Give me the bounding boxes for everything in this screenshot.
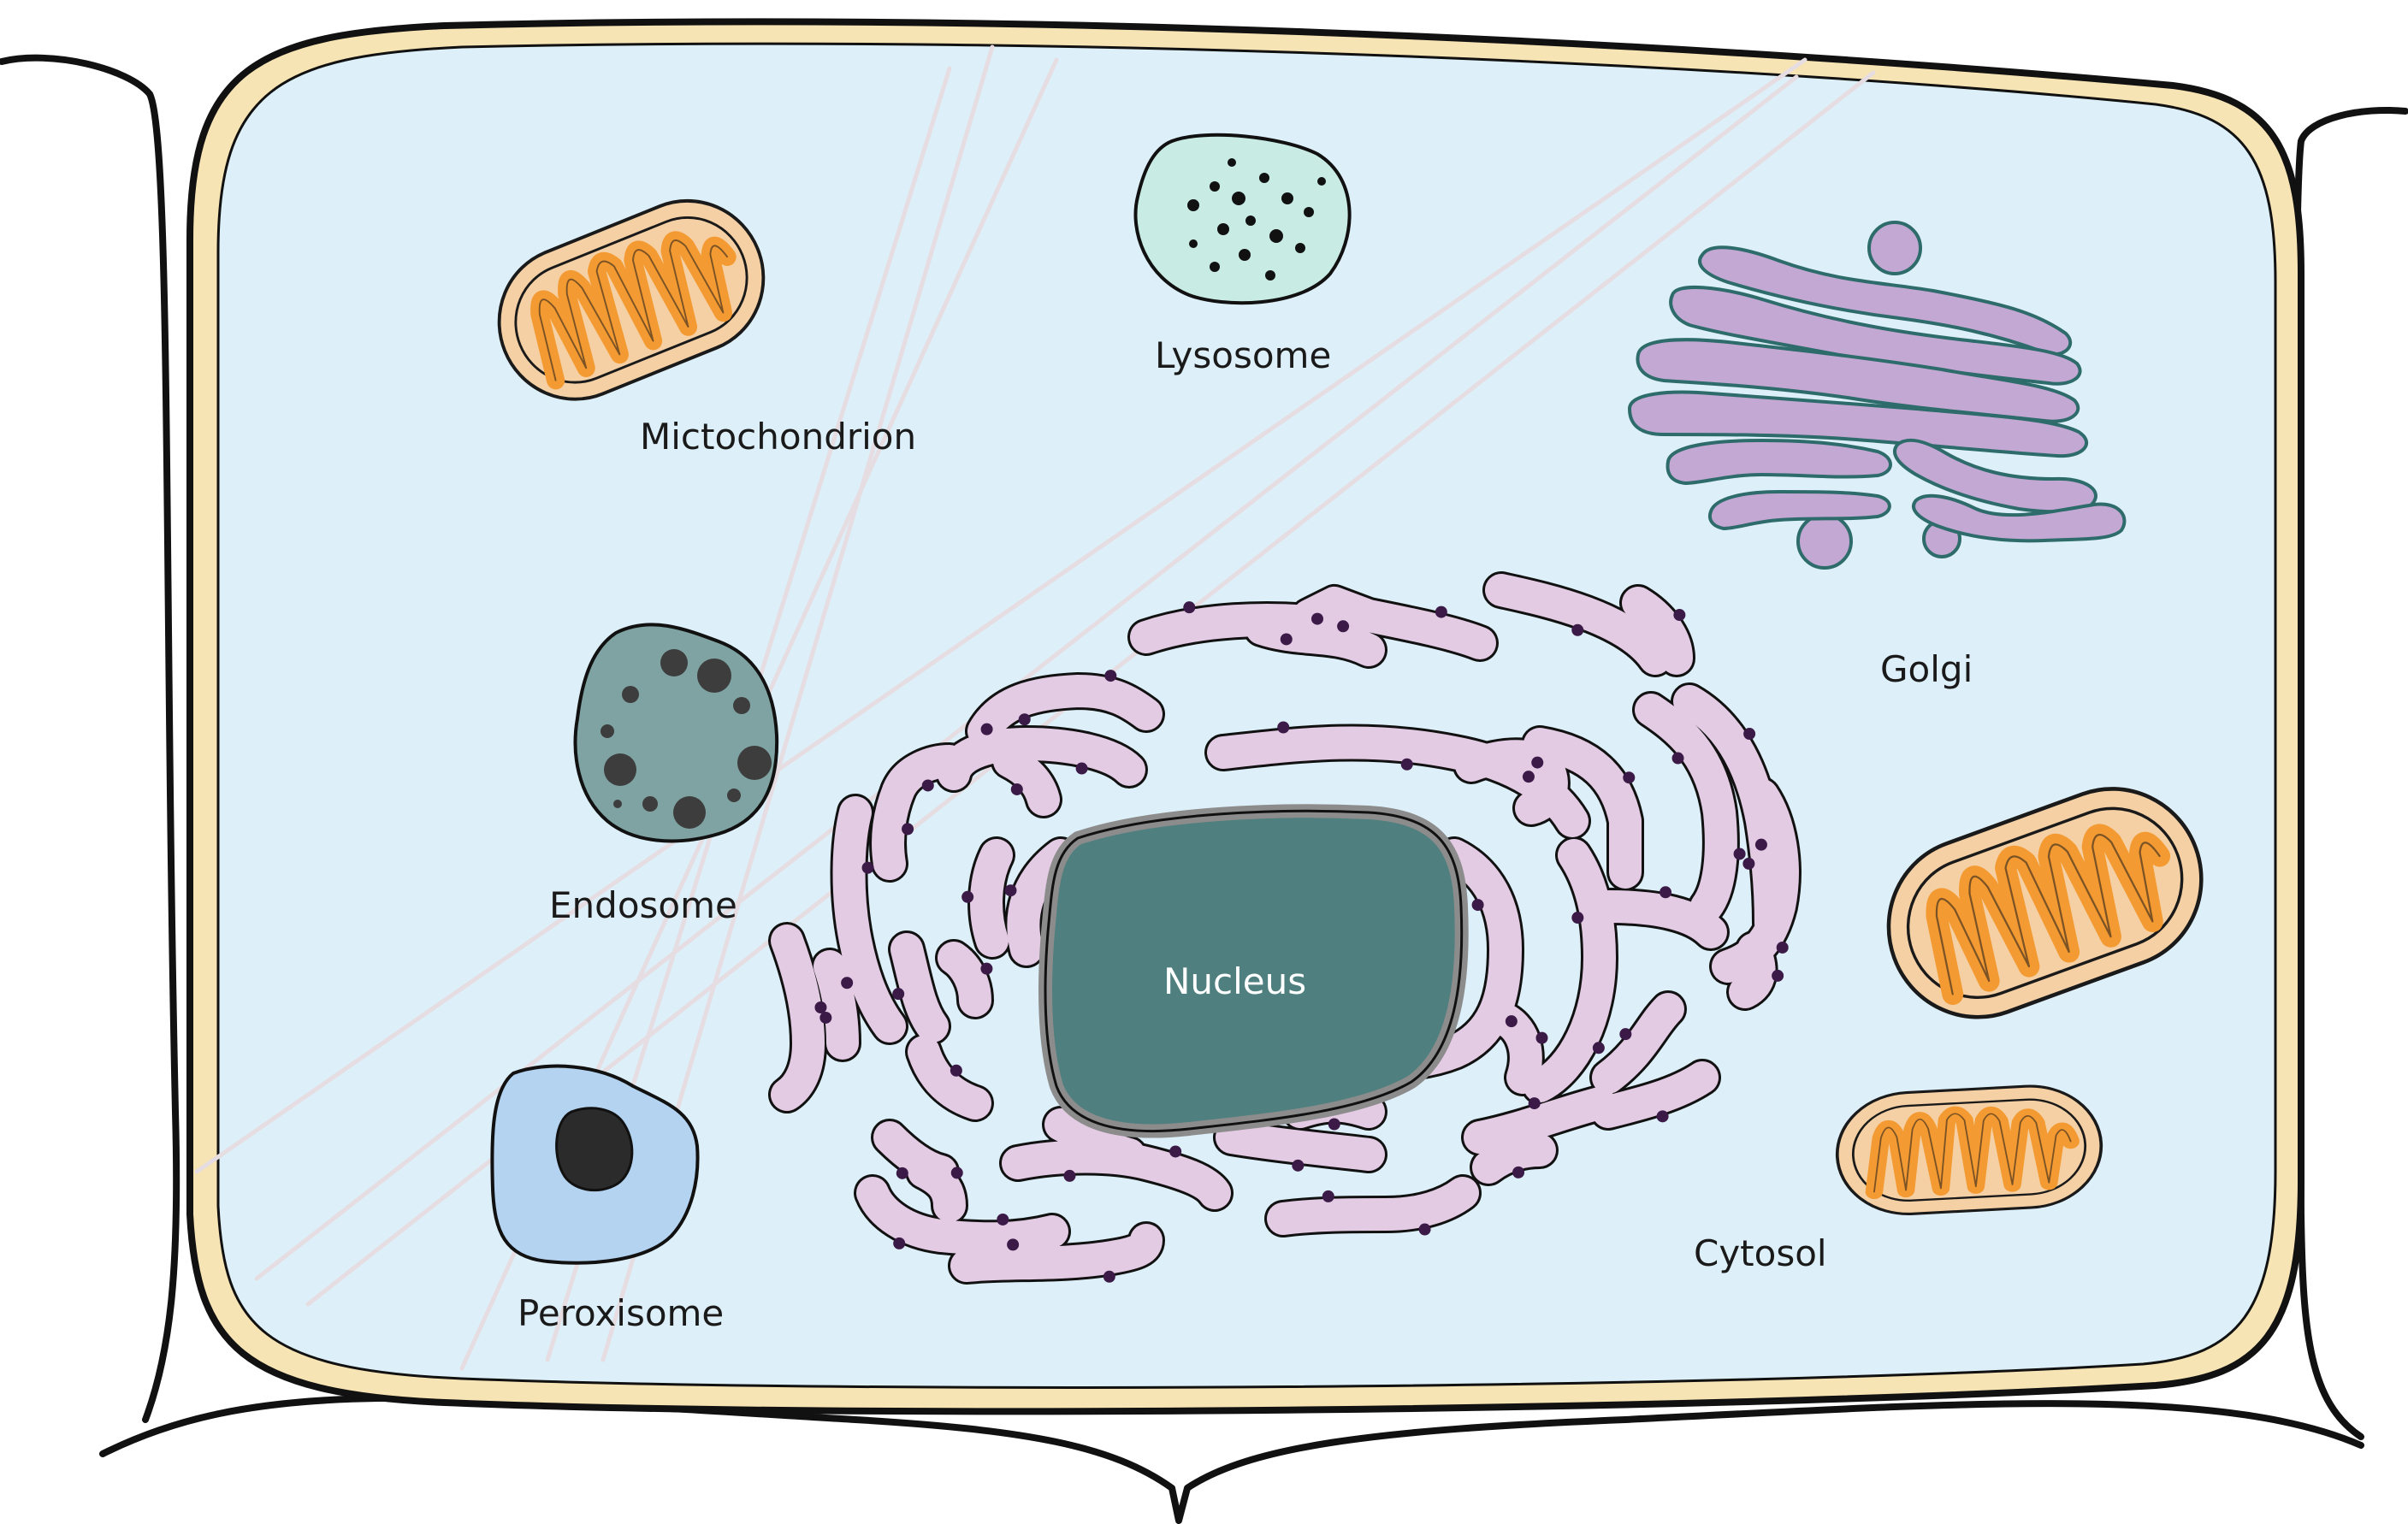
label-mitochondrion: Mictochondrion [640, 416, 916, 458]
mitochondrion-right-lower [1834, 1083, 2104, 1218]
golgi-apparatus [1628, 221, 2127, 570]
endosome [573, 623, 779, 843]
ribosomes [814, 601, 1789, 1283]
peroxisome [490, 1064, 700, 1265]
lysosome [1133, 133, 1352, 305]
label-peroxisome: Peroxisome [518, 1292, 724, 1334]
label-endosome: Endosome [549, 884, 737, 926]
er-tubules [768, 571, 1802, 1285]
label-cytosol: Cytosol [1694, 1232, 1827, 1274]
label-nucleus: Nucleus [1163, 960, 1306, 1002]
label-golgi: Golgi [1880, 648, 1973, 690]
nucleus [1038, 804, 1469, 1138]
label-lysosome: Lysosome [1155, 334, 1331, 376]
